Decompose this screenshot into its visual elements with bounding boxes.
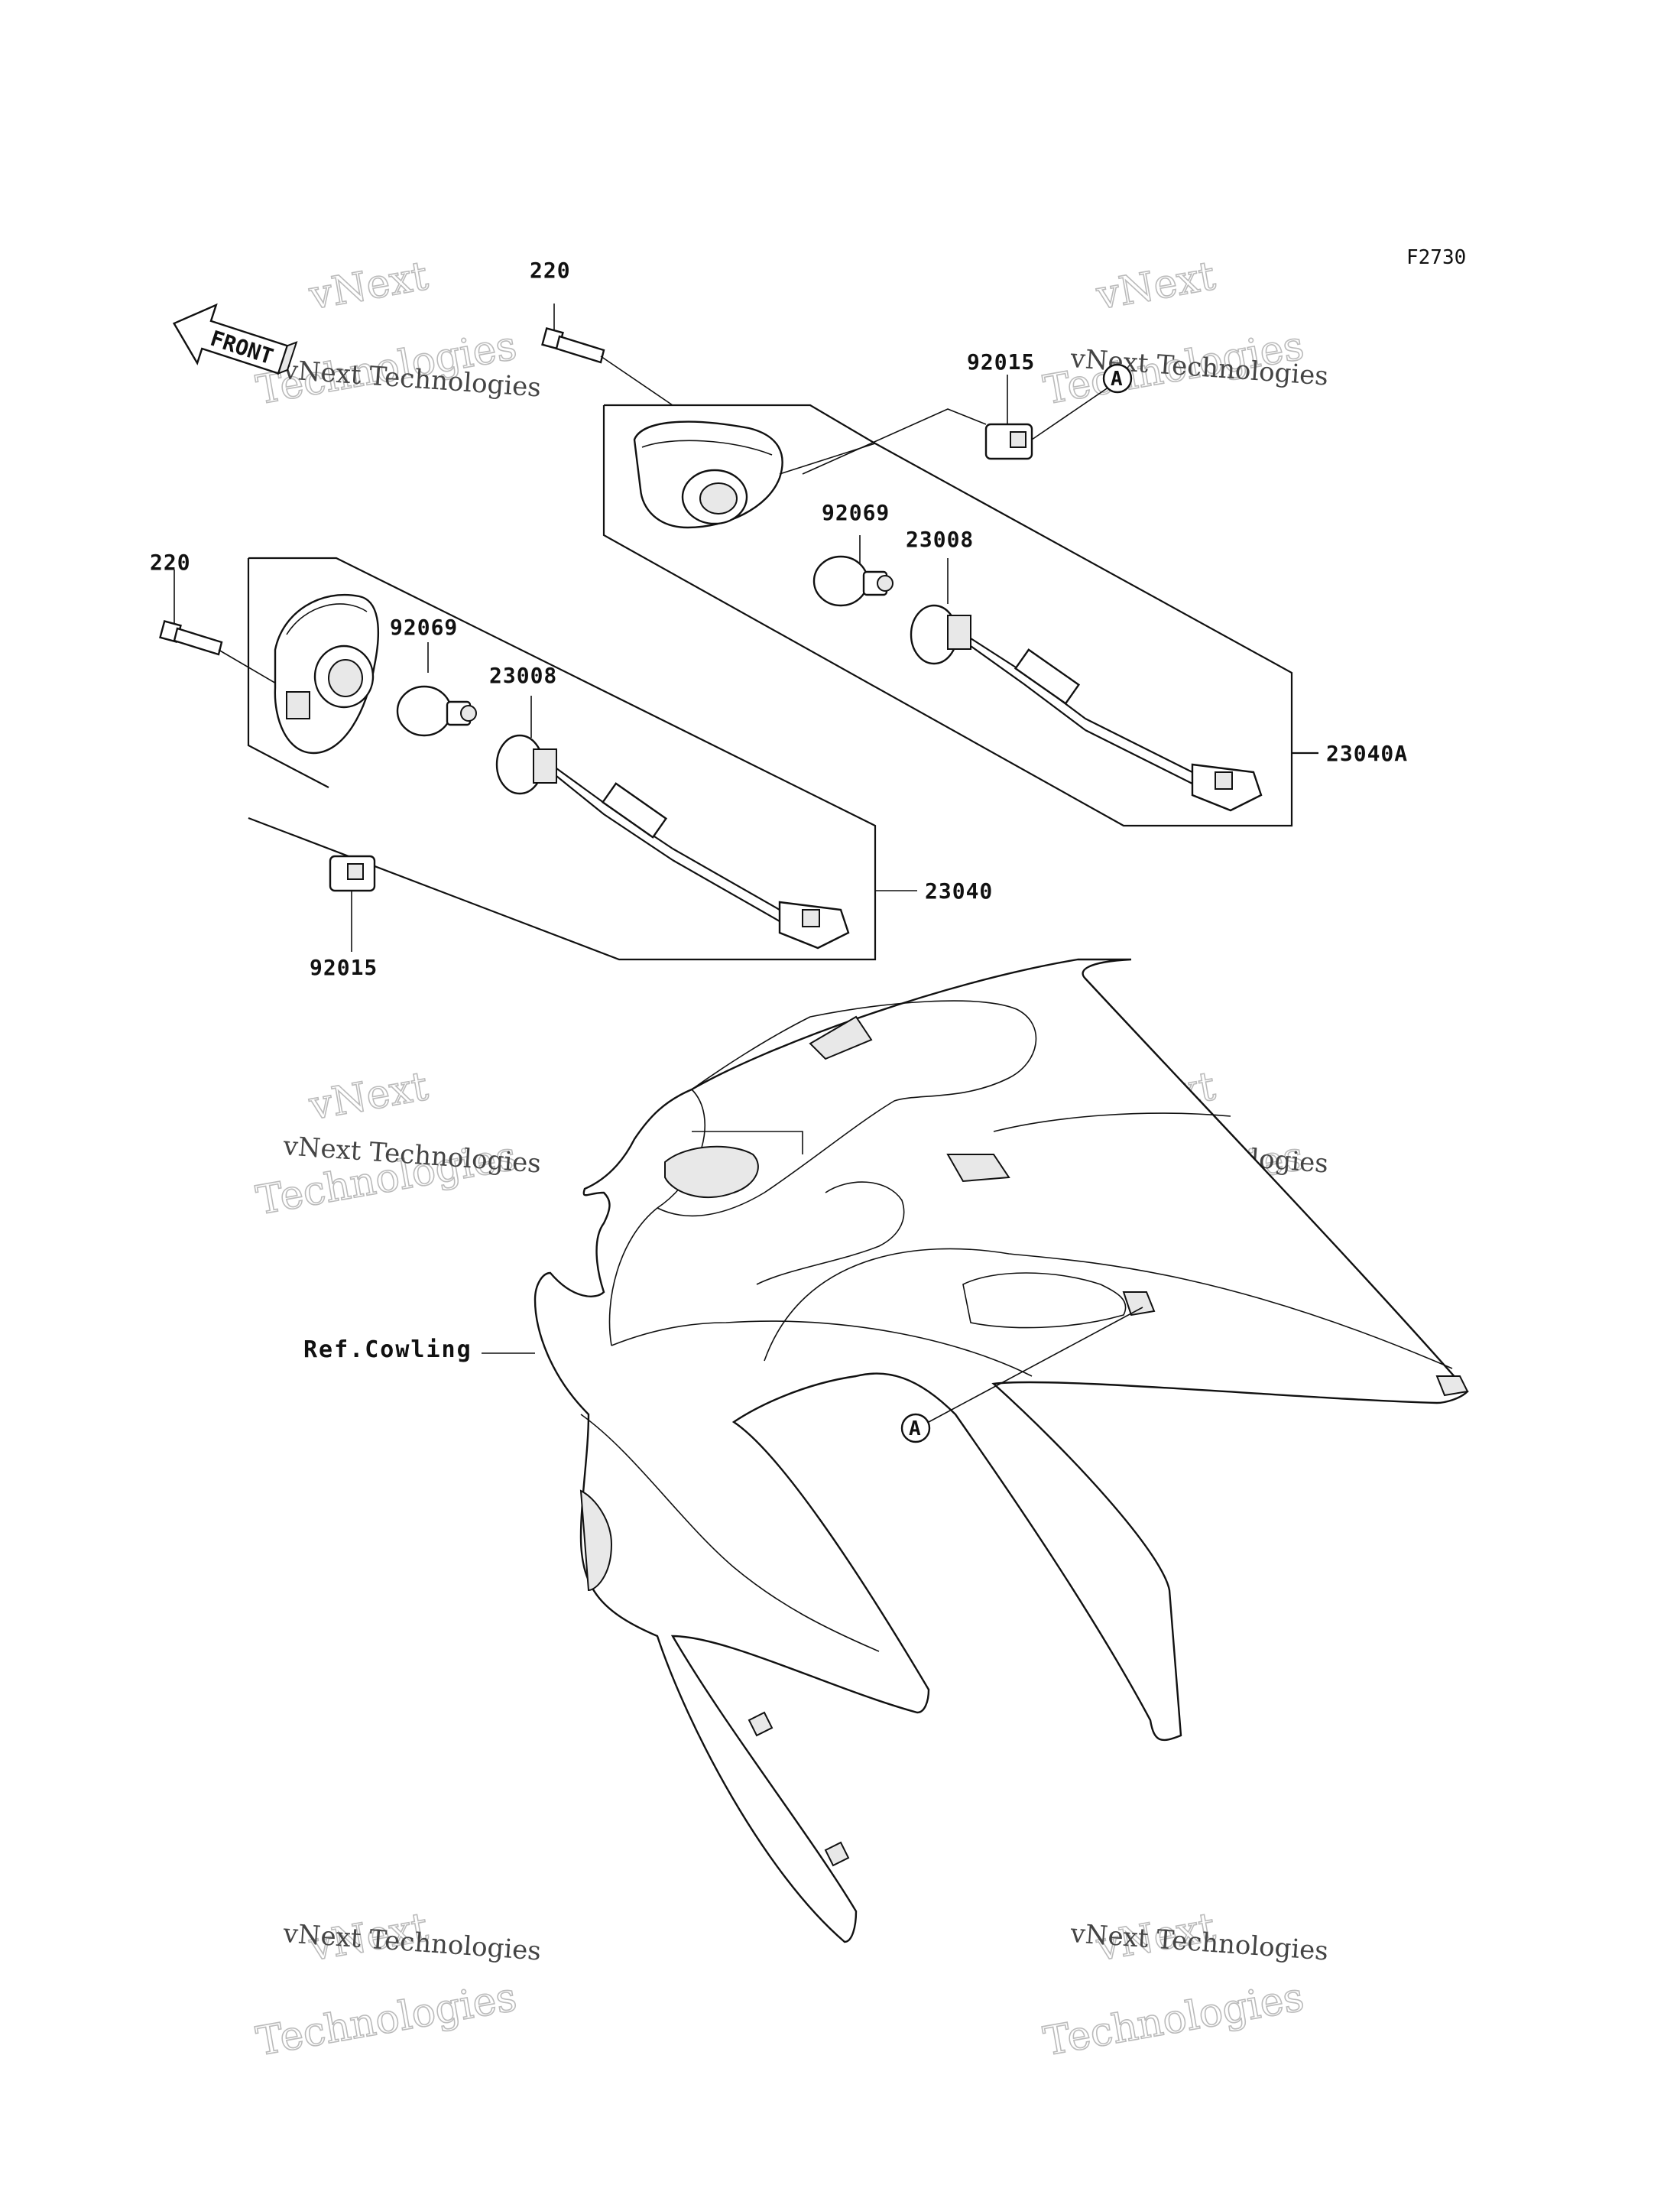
clip-lower bbox=[329, 855, 376, 952]
label-23040A: 23040A bbox=[1326, 741, 1408, 766]
turn-signal-lens-lower bbox=[274, 593, 379, 755]
connector-a-upper: A bbox=[1102, 363, 1133, 394]
clip-upper bbox=[802, 375, 1117, 475]
turn-signal-assembly-right bbox=[541, 304, 1318, 827]
label-220-lower: 220 bbox=[150, 550, 191, 575]
connector-a-lower: A bbox=[900, 1413, 931, 1443]
screw-lower bbox=[159, 570, 291, 693]
watermark-vnext: vNext bbox=[1092, 253, 1218, 319]
svg-text:A: A bbox=[1111, 368, 1123, 391]
watermark-technologies: Technologies bbox=[1040, 1974, 1307, 2065]
socket-lower bbox=[495, 696, 850, 950]
screw-upper bbox=[541, 304, 673, 406]
cowling bbox=[482, 958, 1469, 1943]
label-23008-upper: 23008 bbox=[906, 527, 974, 552]
label-23008-lower: 23008 bbox=[489, 663, 557, 688]
watermark-technologies: Technologies bbox=[253, 1974, 520, 2065]
bulb-lower bbox=[396, 642, 477, 737]
label-92015-upper: 92015 bbox=[967, 349, 1035, 375]
turn-signal-assembly-left bbox=[159, 557, 917, 961]
bulb-upper bbox=[812, 535, 894, 607]
watermark-vnext: vNext bbox=[305, 1063, 431, 1129]
svg-text:A: A bbox=[909, 1417, 921, 1440]
label-92069-upper: 92069 bbox=[822, 500, 890, 525]
label-92069-lower: 92069 bbox=[390, 615, 458, 640]
label-220-upper: 220 bbox=[530, 258, 571, 283]
label-ref-cowling: Ref.Cowling bbox=[303, 1336, 472, 1363]
label-23040: 23040 bbox=[925, 878, 993, 904]
watermark-vnext: vNext bbox=[305, 253, 431, 319]
turn-signal-lens-upper bbox=[633, 420, 876, 529]
socket-upper bbox=[910, 558, 1263, 812]
figure-code: F2730 bbox=[1406, 246, 1466, 269]
label-92015-lower: 92015 bbox=[310, 955, 378, 980]
